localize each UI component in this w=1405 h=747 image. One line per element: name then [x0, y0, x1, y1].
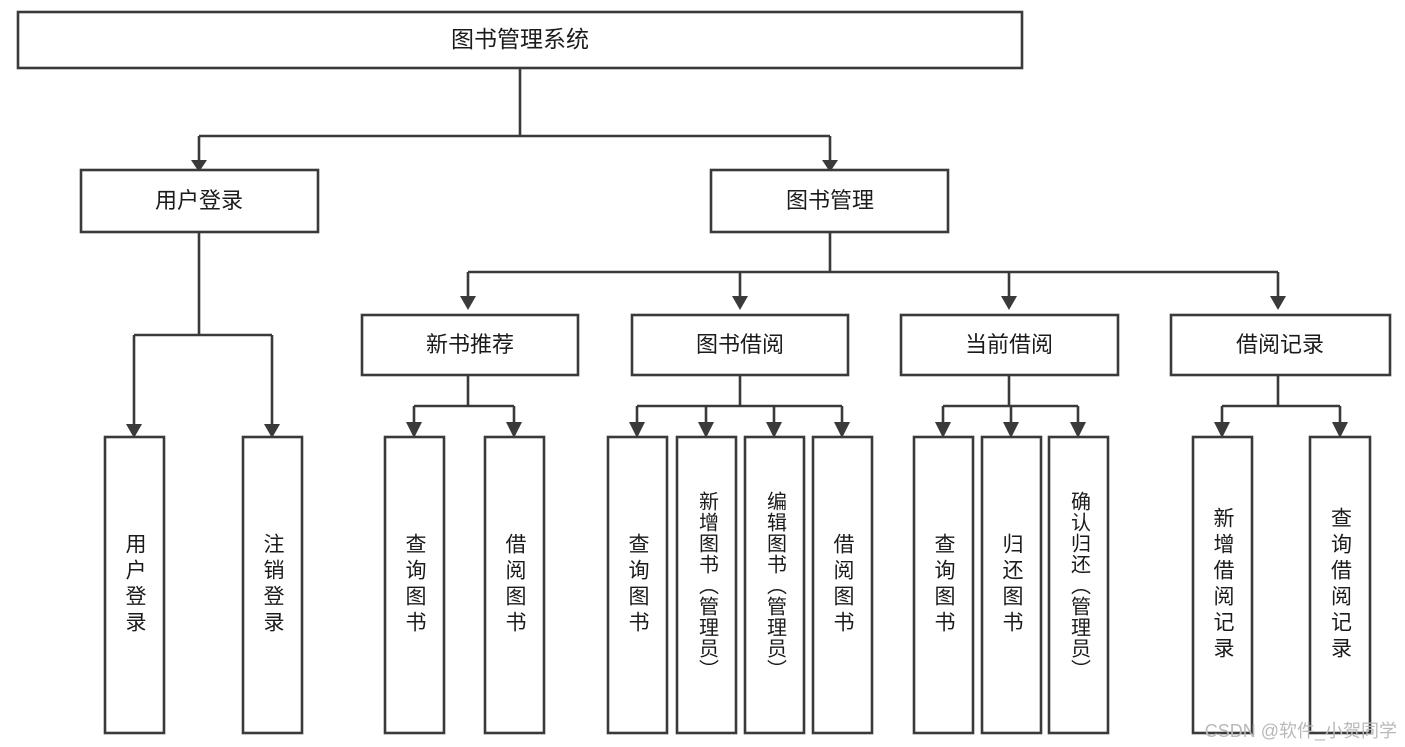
connector-book-manage-bus	[466, 232, 1280, 298]
connector-current-borrow-bus	[941, 375, 1080, 426]
node-borrow-record-label: 借阅记录	[1236, 332, 1324, 357]
arrow-new-book-to-leaf-1	[406, 422, 422, 438]
arrow-current-borrow-to-leaf-2	[1003, 422, 1019, 438]
arrow-book-borrow-to-leaf-3	[766, 422, 782, 438]
node-current-borrow-label: 当前借阅	[965, 332, 1053, 357]
connector-book-borrow-bus	[635, 375, 844, 426]
node-new-book-recommend-box	[360, 313, 580, 377]
leaf-box-borrow-book[interactable]	[811, 435, 874, 735]
node-borrow-record[interactable]: 借阅记录	[1169, 313, 1392, 377]
connector-borrow-record-bus	[1220, 375, 1342, 426]
node-root-box	[16, 10, 1024, 70]
arrow-book-manage-to-current-borrow	[1001, 296, 1017, 310]
node-book-manage[interactable]: 图书管理	[709, 168, 950, 234]
arrow-book-manage-to-book-borrow	[732, 296, 748, 310]
arrow-user-login-to-leaf-2	[264, 424, 280, 438]
leaf-box-edit-book[interactable]	[743, 435, 806, 735]
node-root[interactable]: 图书管理系统	[16, 10, 1024, 70]
arrow-borrow-record-to-leaf-2	[1332, 422, 1348, 438]
leaf-box-user-login[interactable]	[103, 435, 166, 735]
connector-user-login-bus	[132, 232, 274, 428]
leaf-box-group	[103, 435, 1372, 735]
arrow-borrow-record-to-leaf-1	[1214, 422, 1230, 438]
arrow-user-login-to-leaf-1	[126, 424, 142, 438]
node-user-login[interactable]: 用户登录	[79, 168, 320, 234]
leaf-box-borrow-book-recommend[interactable]	[483, 435, 546, 735]
leaf-box-add-borrow-record[interactable]	[1191, 435, 1254, 735]
node-current-borrow[interactable]: 当前借阅	[899, 313, 1120, 377]
arrow-book-manage-to-borrow-record	[1270, 296, 1286, 310]
arrow-current-borrow-to-leaf-3	[1070, 422, 1086, 438]
node-book-borrow[interactable]: 图书借阅	[630, 313, 850, 377]
connector-root-bus	[197, 68, 832, 162]
leaf-box-logout[interactable]	[241, 435, 304, 735]
node-root-label: 图书管理系统	[451, 26, 589, 52]
connector-group	[126, 68, 1348, 438]
arrow-root-to-book-manage	[822, 160, 838, 172]
node-new-book-recommend-label: 新书推荐	[426, 332, 514, 357]
arrow-book-borrow-to-leaf-1	[629, 422, 645, 438]
leaf-box-query-book-current[interactable]	[912, 435, 975, 735]
node-book-manage-label: 图书管理	[786, 188, 874, 213]
node-current-borrow-box	[899, 313, 1120, 377]
arrow-current-borrow-to-leaf-1	[935, 422, 951, 438]
node-book-borrow-box	[630, 313, 850, 377]
arrow-root-to-user-login	[191, 160, 207, 172]
leaf-box-add-book[interactable]	[675, 435, 738, 735]
node-book-borrow-label: 图书借阅	[696, 332, 784, 357]
node-user-login-box	[79, 168, 320, 234]
node-user-login-label: 用户登录	[155, 188, 243, 213]
leaf-box-query-book-recommend[interactable]	[383, 435, 446, 735]
arrow-book-borrow-to-leaf-4	[834, 422, 850, 438]
node-borrow-record-box	[1169, 313, 1392, 377]
node-book-manage-box	[709, 168, 950, 234]
arrow-book-borrow-to-leaf-2	[698, 422, 714, 438]
watermark-text: CSDN @软件_小贺同学	[1204, 721, 1397, 741]
node-new-book-recommend[interactable]: 新书推荐	[360, 313, 580, 377]
arrow-book-manage-to-new-book	[460, 296, 476, 310]
leaf-box-confirm-return[interactable]	[1047, 435, 1110, 735]
leaf-box-query-book-borrow[interactable]	[606, 435, 669, 735]
connector-new-book-bus	[412, 375, 516, 426]
leaf-box-return-book[interactable]	[980, 435, 1043, 735]
arrow-new-book-to-leaf-2	[506, 422, 522, 438]
leaf-box-query-borrow-record[interactable]	[1308, 435, 1372, 735]
